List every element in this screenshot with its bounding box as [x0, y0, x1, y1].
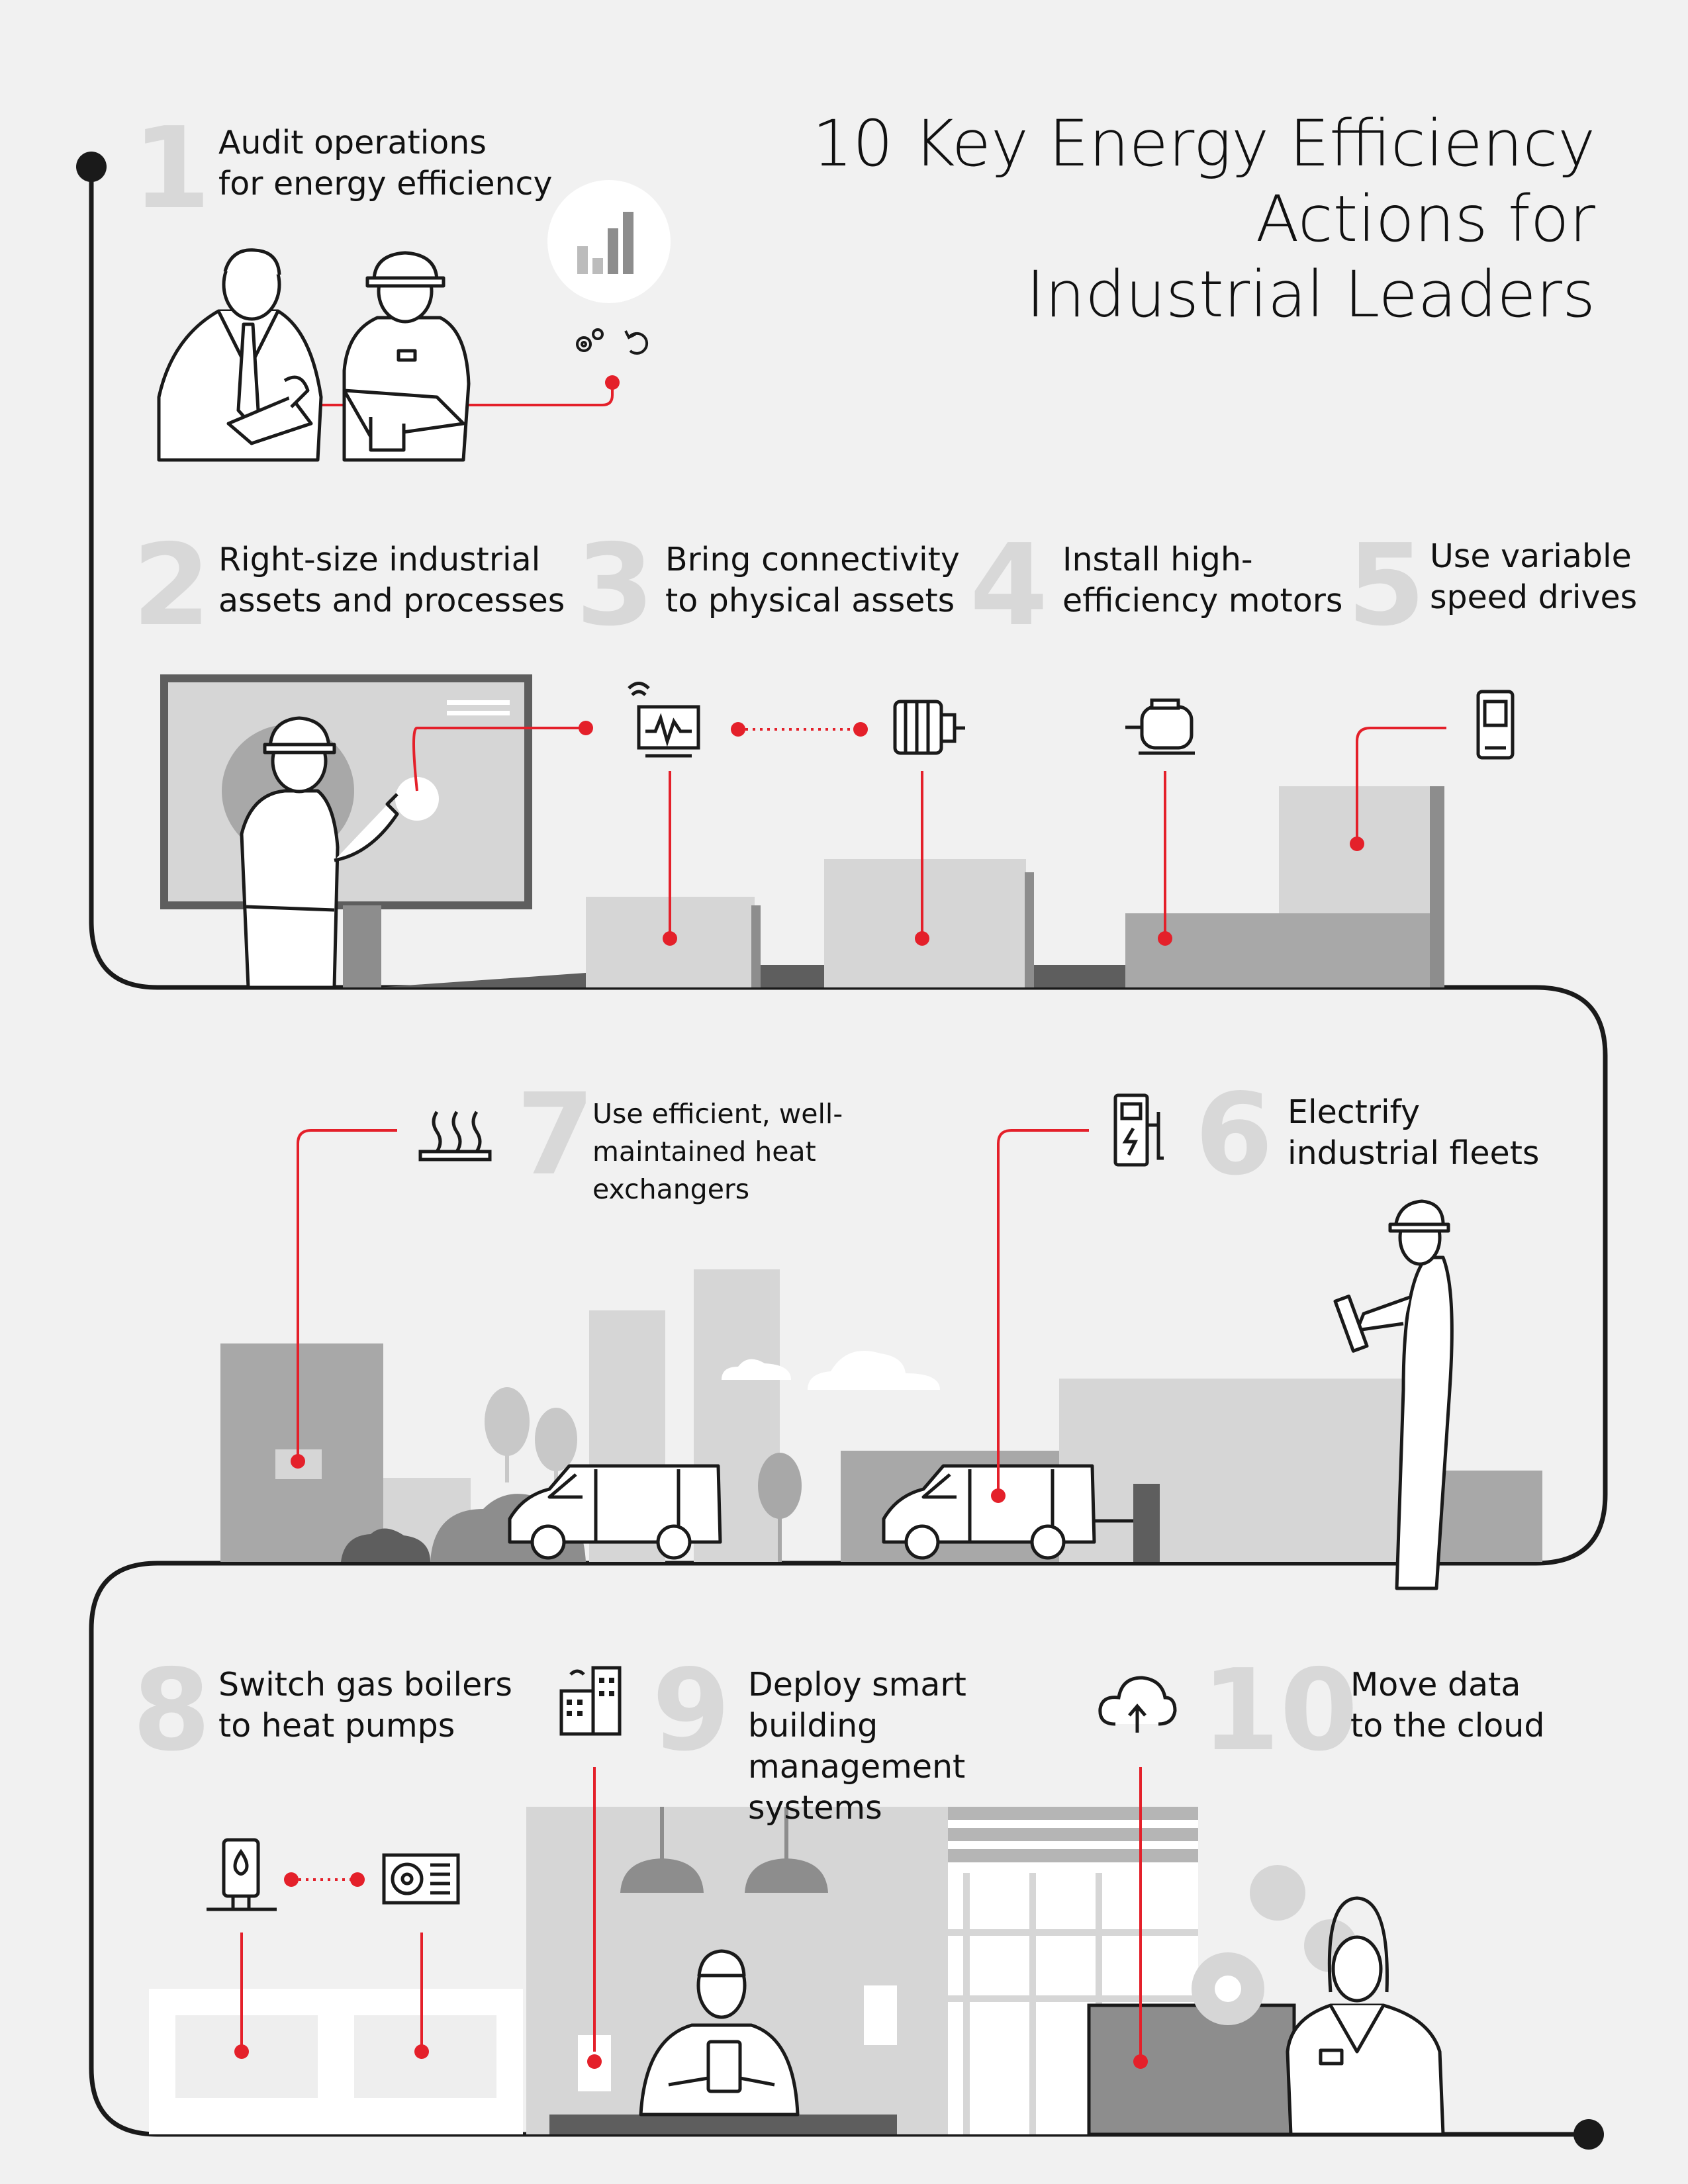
step-label-line: for energy efficiency — [218, 165, 553, 203]
step-label-line: maintained heat — [592, 1136, 816, 1167]
step-label: Install high- efficiency motors — [1062, 539, 1354, 621]
step-label-line: Use efficient, well- — [592, 1098, 843, 1130]
step-label-line: Audit operations — [218, 124, 487, 161]
step-number: 8 — [132, 1645, 211, 1776]
title-line-2: Actions for — [1255, 182, 1595, 256]
step-label-line: Use variable — [1430, 537, 1632, 575]
van-1 — [508, 1464, 722, 1560]
refresh-icon — [624, 330, 649, 355]
engineer-illustration — [342, 251, 471, 462]
title-line-1: 10 Key Energy Efficiency — [812, 107, 1595, 181]
connectors-8-10 — [240, 1767, 1142, 2062]
heat-pump-icon — [382, 1853, 460, 1905]
step-number: 10 — [1201, 1645, 1358, 1776]
step-number: 4 — [970, 520, 1049, 651]
cloud-upload-icon — [1098, 1676, 1177, 1733]
step-label-line: to physical assets — [665, 582, 955, 619]
step-number: 1 — [132, 103, 211, 234]
step-label-line: assets and processes — [218, 582, 565, 619]
van-2 — [882, 1464, 1133, 1560]
step-label-line: Bring connectivity — [665, 541, 960, 578]
step-label-line: Install high- — [1062, 541, 1253, 578]
step-label: Switch gas boilers to heat pumps — [218, 1664, 563, 1747]
step-label: Electrify industrial fleets — [1288, 1092, 1592, 1174]
display-screen — [160, 674, 532, 987]
ev-charger-icon — [1113, 1093, 1164, 1167]
step-label: Bring connectivity to physical assets — [665, 539, 996, 621]
smart-building-icon — [559, 1666, 622, 1736]
step-label: Audit operations for energy efficiency — [218, 122, 695, 205]
motor-icon — [893, 700, 965, 755]
high-efficiency-motor-icon — [1125, 698, 1195, 755]
step-label-line: to the cloud — [1350, 1707, 1545, 1745]
operator-illustration — [240, 716, 399, 989]
scientist-illustration — [1286, 1896, 1445, 2136]
manager-illustration — [157, 248, 323, 462]
step-number: 7 — [516, 1069, 595, 1201]
step-label-line: Switch gas boilers — [218, 1666, 512, 1704]
connector-dots-6-7 — [291, 1454, 1006, 1503]
step-number: 3 — [576, 520, 655, 651]
step-label-line: efficiency motors — [1062, 582, 1343, 619]
connected-motor-icon — [628, 682, 700, 758]
gears-icon — [576, 328, 604, 352]
step-label: Right-size industrial assets and process… — [218, 539, 589, 621]
step-number: 5 — [1347, 520, 1426, 651]
step-number: 9 — [652, 1645, 731, 1776]
step-label-line: Deploy smart building — [748, 1666, 966, 1745]
timeline-path — [89, 167, 1608, 2137]
step-label: Use variable speed drives — [1430, 536, 1681, 618]
step-label-line: industrial fleets — [1288, 1134, 1540, 1172]
step-label-line: exchangers — [592, 1173, 750, 1205]
connectors-2-5 — [412, 727, 1446, 938]
step-label: Deploy smart building management systems — [748, 1664, 1092, 1829]
step-number: 6 — [1195, 1069, 1274, 1201]
connectors-6-7 — [297, 1129, 1089, 1496]
step-label-line: speed drives — [1430, 578, 1638, 616]
fleet-manager-illustration — [1333, 1199, 1454, 1590]
step-label: Move data to the cloud — [1350, 1664, 1615, 1747]
step-label: Use efficient, well- maintained heat exc… — [592, 1095, 870, 1208]
connector-dots-2-5 — [579, 721, 1364, 946]
step-label-line: to heat pumps — [218, 1707, 455, 1745]
office-worker-illustration — [639, 1949, 800, 2116]
step-label-line: Electrify — [1288, 1093, 1421, 1131]
boiler-icon — [207, 1838, 277, 1911]
timeline-start-dot — [76, 152, 107, 182]
step-label-line: management systems — [748, 1748, 966, 1827]
timeline-end-dot — [1573, 2119, 1604, 2150]
title-line-3: Industrial Leaders — [1026, 257, 1595, 332]
bar-chart-icon — [547, 180, 671, 303]
connector-dots-8-10 — [234, 1872, 1148, 2069]
step-label-line: Right-size industrial — [218, 541, 541, 578]
step-number: 2 — [132, 520, 211, 651]
heat-exchanger-icon — [418, 1111, 492, 1161]
page-title: 10 Key Energy Efficiency Actions for Ind… — [735, 106, 1595, 332]
buildings-row-1 — [377, 786, 1444, 987]
variable-speed-drive-icon — [1476, 690, 1515, 760]
step-label-line: Move data — [1350, 1666, 1521, 1704]
